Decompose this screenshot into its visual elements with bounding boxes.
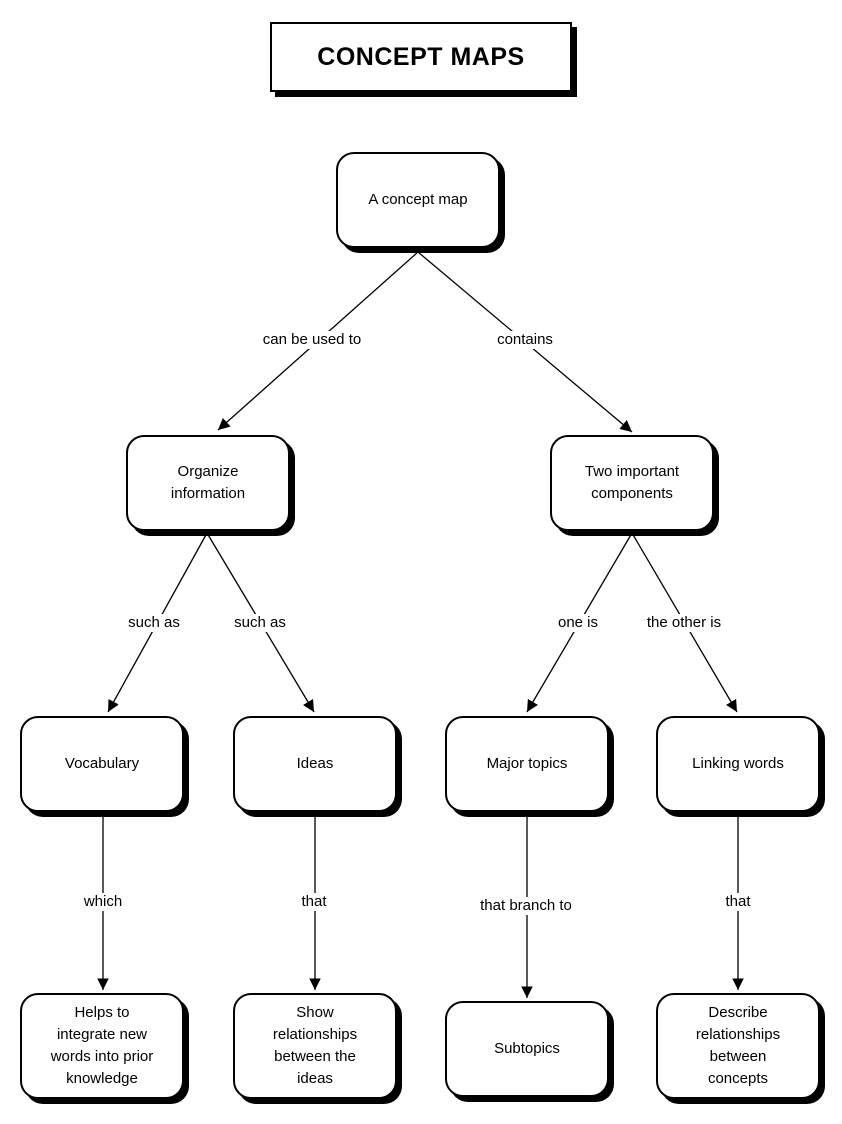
link-label-that-branch-to: that branch to (477, 897, 575, 915)
node-vocabulary: Vocabulary (20, 716, 184, 812)
link-label-such-as-2: such as (231, 614, 289, 632)
node-subtopics: Subtopics (445, 1001, 609, 1097)
node-describe-label: Describe relationships between concepts (695, 1004, 781, 1087)
node-linking-words-label: Linking words (692, 755, 784, 772)
link-label-that-1: that (298, 893, 330, 911)
page-title: CONCEPT MAPS (317, 42, 525, 71)
node-components-label: Two important components (584, 463, 680, 502)
node-describe: Describe relationships between concepts (656, 993, 820, 1099)
node-major-topics: Major topics (445, 716, 609, 812)
node-organize: Organize information (126, 435, 290, 531)
link-label-one-is: one is (554, 614, 602, 632)
node-ideas-label: Ideas (296, 755, 334, 772)
node-subtopics-label: Subtopics (494, 1040, 560, 1057)
link-label-contains: contains (494, 331, 556, 349)
node-organize-label: Organize information (170, 463, 246, 502)
link-label-such-as-1: such as (125, 614, 183, 632)
link-label-which: which (80, 893, 126, 911)
link-label-that-2: that (722, 893, 754, 911)
node-linking-words: Linking words (656, 716, 820, 812)
node-root-label: A concept map (368, 191, 468, 208)
node-show: Show relationships between the ideas (233, 993, 397, 1099)
link-label-the-other-is: the other is (643, 614, 725, 632)
node-major-topics-label: Major topics (486, 755, 568, 772)
link-label-can-be-used-to: can be used to (259, 331, 365, 349)
node-helps-label: Helps to integrate new words into prior … (50, 1004, 154, 1087)
node-show-label: Show relationships between the ideas (272, 1004, 358, 1087)
node-root: A concept map (336, 152, 500, 248)
node-vocabulary-label: Vocabulary (64, 755, 140, 772)
title-box: CONCEPT MAPS (270, 22, 572, 92)
node-ideas: Ideas (233, 716, 397, 812)
node-components: Two important components (550, 435, 714, 531)
node-helps: Helps to integrate new words into prior … (20, 993, 184, 1099)
